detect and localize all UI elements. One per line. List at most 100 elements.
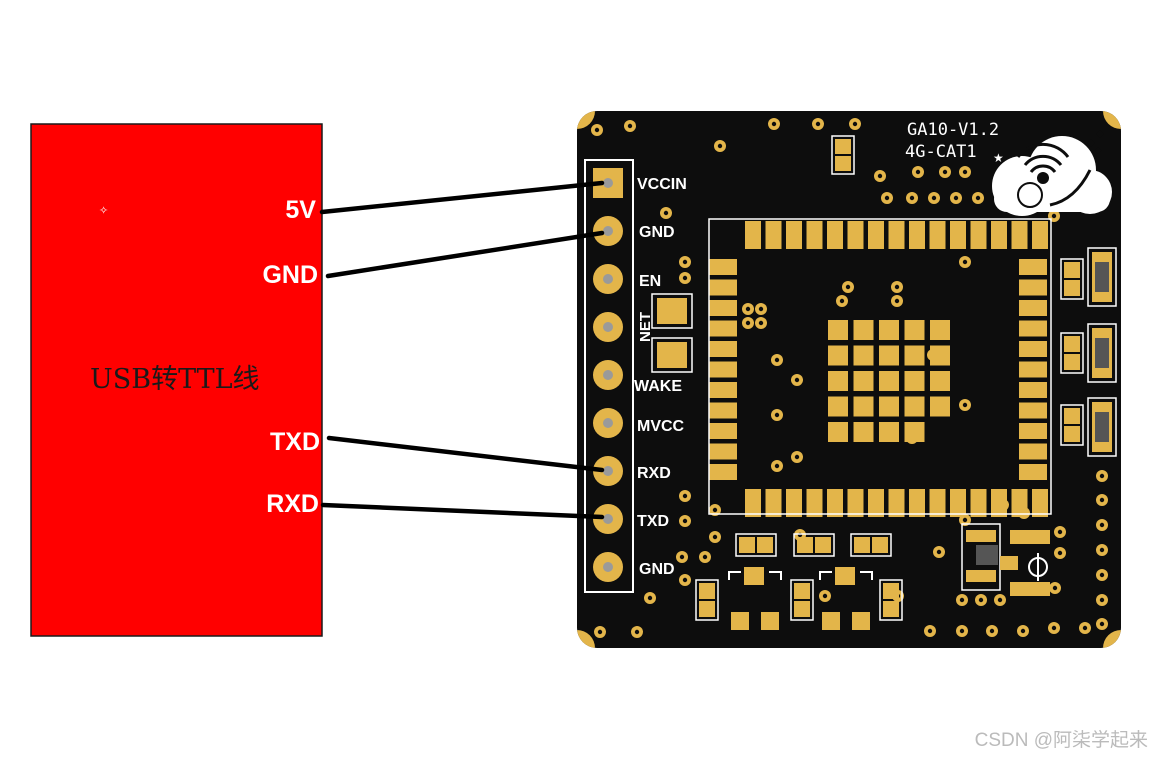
component-outline (819, 571, 873, 580)
wire-txd-to-rxd (326, 435, 605, 473)
component-pad (1064, 354, 1080, 370)
module-pad (1019, 341, 1047, 357)
module-pad (709, 423, 737, 439)
module-pad (888, 489, 905, 517)
component-outline (1060, 258, 1084, 300)
module-pad (786, 221, 802, 249)
via-hole (717, 143, 723, 149)
center-pad (853, 422, 874, 442)
via-hole (845, 284, 851, 290)
pin-header-pads (593, 168, 623, 582)
module-pad (1019, 423, 1047, 439)
via-hole (915, 169, 921, 175)
header-pad-hole (603, 418, 613, 428)
module-pad (709, 443, 737, 460)
module-pad (709, 259, 737, 275)
header-pad-hole (603, 226, 613, 236)
center-pad (879, 345, 899, 366)
component-pad (1064, 408, 1080, 424)
module-pad (868, 221, 884, 249)
component-outline (1087, 323, 1117, 383)
module-pad (1019, 300, 1047, 316)
wire-gnd-to-gnd (325, 230, 605, 279)
module-pad (709, 361, 737, 378)
component-pad (657, 342, 687, 368)
header-pad-hole (603, 562, 613, 572)
center-pad (879, 320, 899, 340)
via-hole (682, 577, 688, 583)
module-pad (1019, 320, 1047, 337)
smd-pads (651, 135, 1117, 630)
pcb-board: VCCIN GND EN NET WAKE MVCC RXD TXD GND G… (577, 111, 1121, 648)
module-pad (745, 489, 761, 517)
module-pad (868, 489, 884, 517)
via-hole (815, 121, 821, 127)
module-pad (991, 489, 1007, 517)
module-pad (888, 221, 905, 249)
center-pad (930, 345, 950, 366)
via-hole (1057, 529, 1063, 535)
header-label-en: EN (639, 273, 661, 290)
component-pad (1010, 582, 1050, 596)
center-pad (930, 371, 950, 391)
module-pad (909, 489, 925, 517)
component-body (976, 545, 998, 565)
component-pad (1064, 280, 1080, 296)
component-outline (735, 533, 777, 557)
center-pad (904, 371, 925, 391)
module-pad (909, 221, 925, 249)
via-hole (953, 195, 959, 201)
via-hole (774, 463, 780, 469)
component-outline (651, 293, 693, 329)
header-label-txd: TXD (637, 513, 669, 530)
via-hole (997, 597, 1003, 603)
center-pad (828, 320, 848, 340)
component-pad (835, 139, 851, 154)
component-outline (651, 337, 693, 373)
via-hole (758, 306, 764, 312)
component-pad (852, 612, 870, 630)
via-hole (822, 593, 828, 599)
via-hole (1099, 597, 1105, 603)
module-pad (827, 221, 843, 249)
component-outline (831, 135, 855, 175)
header-pad-hole (603, 274, 613, 284)
via-hole (679, 554, 685, 560)
component-pad (854, 537, 870, 553)
adapter-pin-txd: TXD (270, 428, 320, 456)
center-pad (930, 396, 950, 417)
module-pad (709, 300, 737, 316)
via-hole (989, 628, 995, 634)
component-body (1095, 338, 1109, 368)
module-pad (1011, 221, 1028, 249)
module-pad (806, 489, 823, 517)
via-hole (634, 629, 640, 635)
via-hole (1082, 625, 1088, 631)
via-hole (962, 169, 968, 175)
module-pad (786, 489, 802, 517)
module-pad (1019, 382, 1047, 398)
header-pad-hole (603, 322, 613, 332)
center-pad (853, 345, 874, 366)
via-hole (647, 595, 653, 601)
module-pad (970, 489, 987, 517)
center-pad (904, 320, 925, 340)
via-hole (936, 549, 942, 555)
via-hole (959, 628, 965, 634)
via-hole (794, 377, 800, 383)
module-pad (827, 489, 843, 517)
center-pad (828, 422, 848, 442)
component-body (1095, 412, 1109, 442)
center-pad (879, 371, 899, 391)
center-pad (930, 320, 950, 340)
module-pad (1019, 361, 1047, 378)
cursor-mark: ✧ (99, 205, 108, 217)
via-hole (712, 534, 718, 540)
module-pad (709, 402, 737, 419)
via-hole (1099, 621, 1105, 627)
module-pad (950, 489, 966, 517)
via-hole (884, 195, 890, 201)
via-hole (627, 123, 633, 129)
via-hole (702, 554, 708, 560)
component-outline (793, 533, 835, 557)
